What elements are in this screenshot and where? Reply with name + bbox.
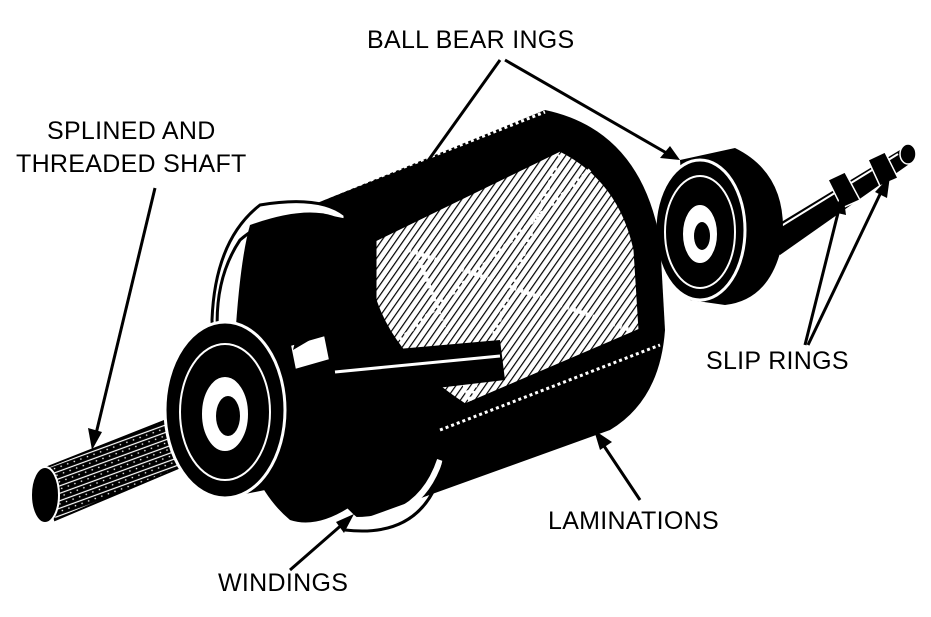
- ball-bearings-arrow-right: [504, 58, 680, 160]
- ball-bearings-arrow-left: [293, 59, 502, 350]
- leader-lines: [88, 58, 890, 572]
- ball-bearings-label: BALL BEAR INGS: [367, 26, 575, 54]
- right-bearing: [653, 148, 784, 305]
- shaft-arrow: [88, 187, 157, 450]
- shaft-label-line1: SPLINED AND: [46, 117, 216, 145]
- slip-ring-2: [867, 151, 900, 187]
- right-shaft: [760, 143, 917, 255]
- windings-label: WINDINGS: [218, 569, 349, 597]
- slip-rings-label: SLIP RINGS: [706, 347, 849, 375]
- laminations-label: LAMINATIONS: [548, 507, 719, 535]
- slip-rings-arrow-1: [803, 193, 846, 346]
- left-bearing: [163, 310, 335, 500]
- shaft-label: SPLINED AND THREADED SHAFT: [16, 115, 247, 181]
- laminations-arrow: [594, 430, 642, 501]
- slip-ring-1: [826, 171, 862, 209]
- shaft-label-line2: THREADED SHAFT: [16, 150, 247, 178]
- shaft-end: [30, 466, 60, 524]
- windings-arrow: [289, 514, 354, 572]
- slip-rings-arrow-2: [806, 176, 890, 346]
